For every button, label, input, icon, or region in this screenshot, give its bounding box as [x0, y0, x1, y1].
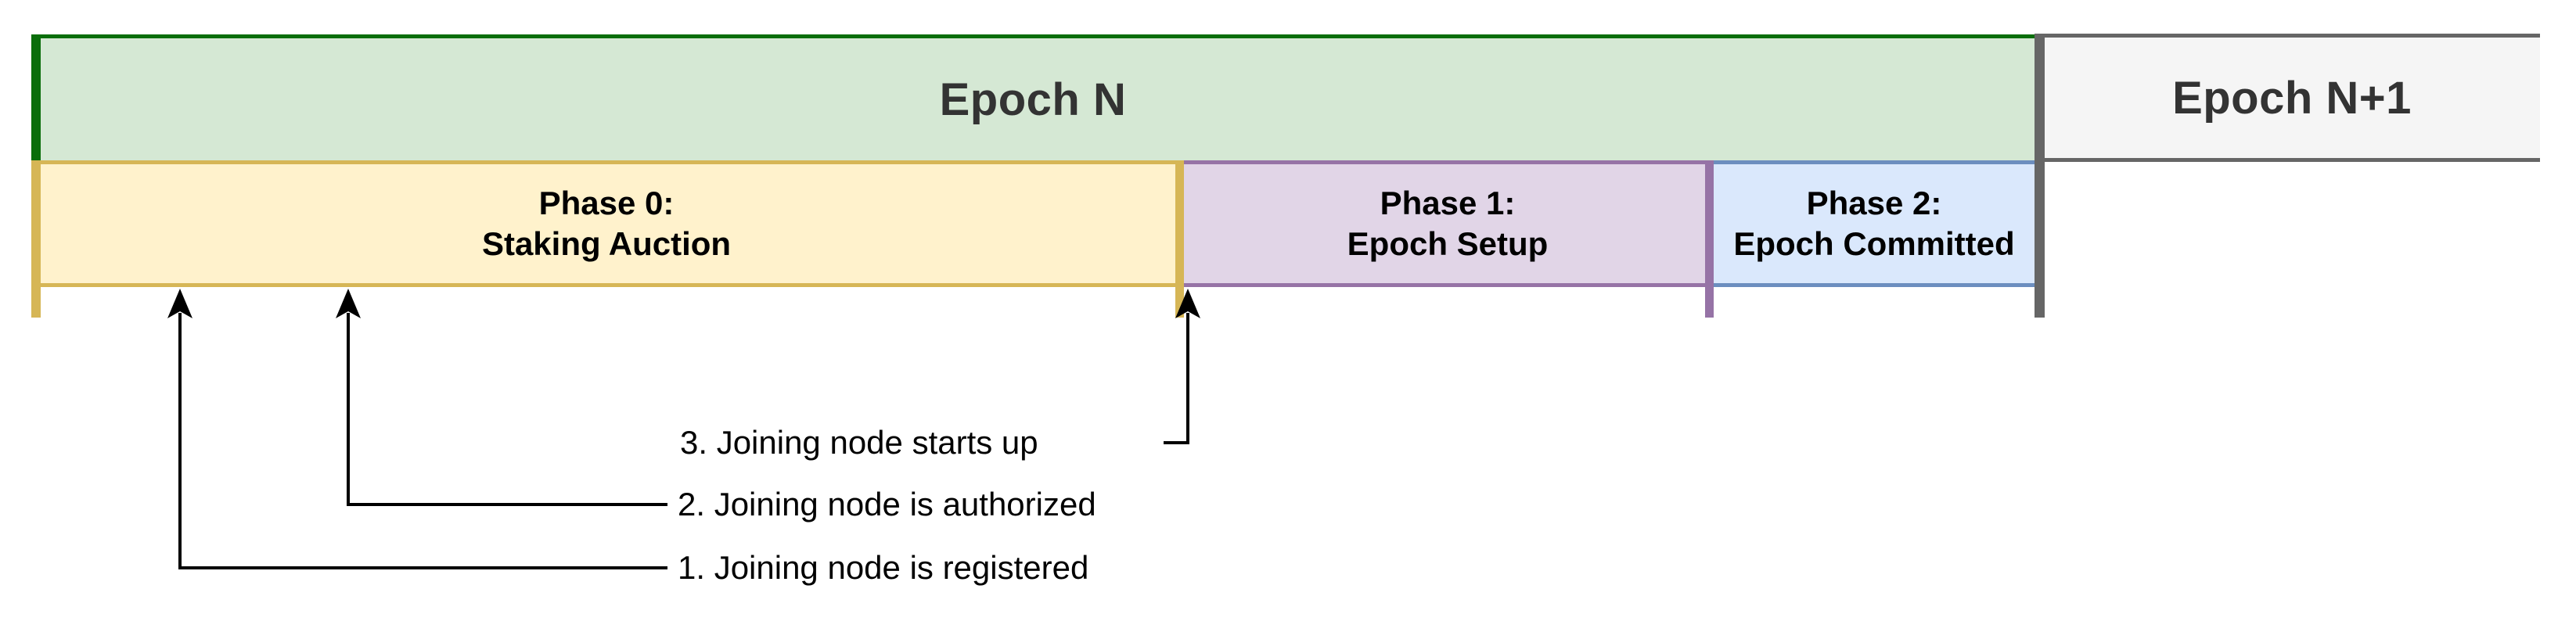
- event-2-arrow: [336, 289, 667, 506]
- phase-0-subtitle: Staking Auction: [481, 225, 732, 262]
- phase-0-band: Phase 0: Staking Auction: [31, 160, 1182, 287]
- epoch-boundary-tick: [2035, 34, 2045, 318]
- event-1-arrowhead-icon: [167, 289, 192, 318]
- phase-1-subtitle: Epoch Setup: [1347, 225, 1549, 262]
- event-3-label: 3. Joining node starts up: [680, 424, 1038, 461]
- phase-0-start-tick: [31, 160, 41, 318]
- event-1-label: 1. Joining node is registered: [678, 549, 1089, 586]
- phase-2-band: Phase 2: Epoch Committed: [1714, 160, 2035, 287]
- phase-0-title: Phase 0:: [538, 185, 675, 221]
- epoch-n-band: Epoch N: [31, 34, 2035, 160]
- event-2-arrowhead-icon: [336, 289, 361, 318]
- phase-0-end-tick: [1175, 160, 1184, 318]
- phase-1-band: Phase 1: Epoch Setup: [1182, 160, 1714, 287]
- phase-2-title: Phase 2:: [1806, 185, 1942, 221]
- phase-1-title: Phase 1:: [1380, 185, 1516, 221]
- event-2-label: 2. Joining node is authorized: [678, 486, 1096, 522]
- phase-2-subtitle: Epoch Committed: [1733, 225, 2015, 262]
- epoch-n-label: Epoch N: [939, 74, 1127, 125]
- epoch-n1-band: Epoch N+1: [2044, 34, 2540, 162]
- phase-1-end-tick: [1705, 160, 1714, 318]
- epoch-n-start-tick: [31, 34, 41, 160]
- event-1-arrow: [167, 289, 667, 569]
- epoch-n1-label: Epoch N+1: [2172, 72, 2412, 124]
